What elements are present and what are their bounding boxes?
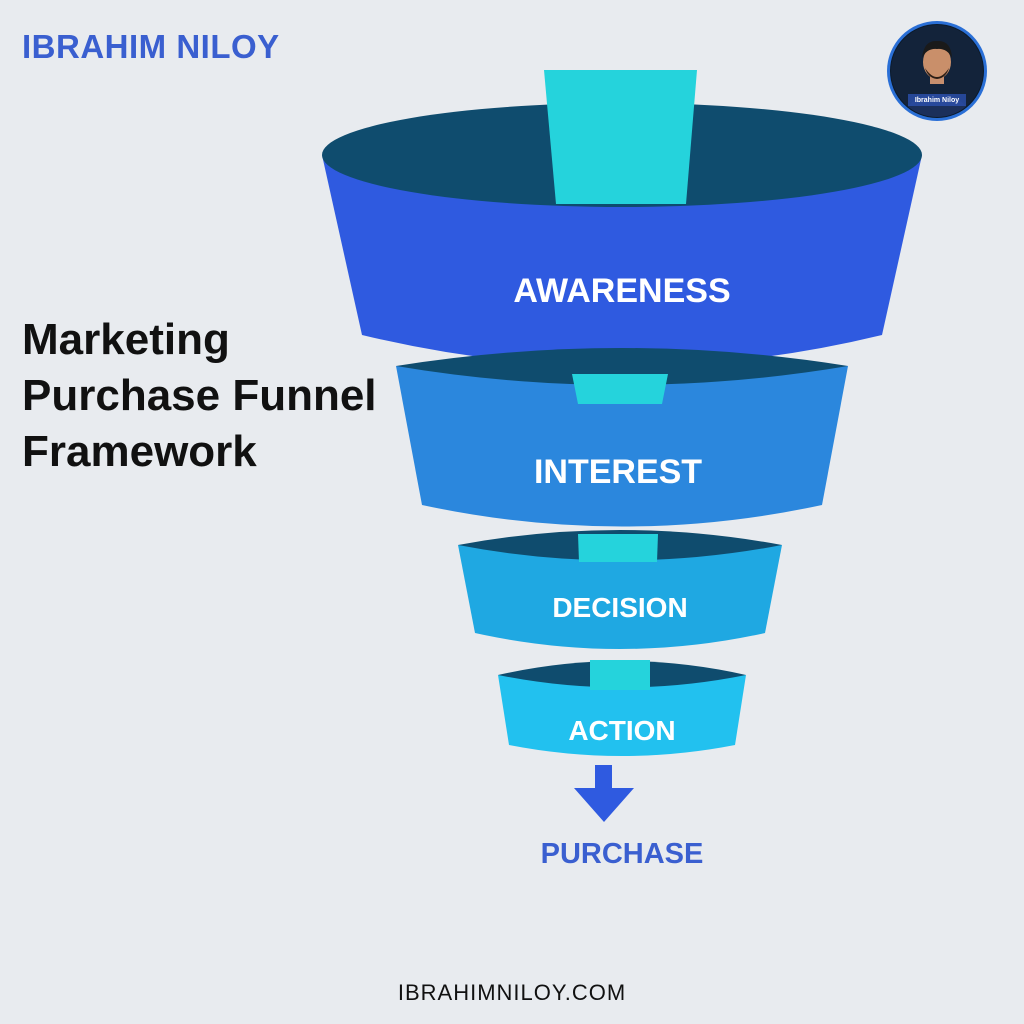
title-line-2: Purchase Funnel: [22, 371, 377, 420]
brand-name: IBRAHIM NILOY: [22, 28, 280, 65]
interest-inner-channel: [572, 374, 668, 404]
page-title: Marketing Purchase Funnel Framework: [22, 312, 377, 480]
stage-label-awareness: AWARENESS: [513, 272, 730, 310]
stage-label-action: ACTION: [568, 715, 675, 746]
stage-label-decision: DECISION: [552, 592, 687, 623]
author-avatar: Ibrahim Niloy: [887, 21, 987, 121]
funnel-stage-interest: INTEREST: [396, 348, 848, 527]
down-arrow-icon: [574, 765, 634, 822]
funnel-stage-decision: DECISION: [458, 530, 782, 649]
outcome-label: PURCHASE: [541, 838, 704, 870]
funnel-stage-awareness: AWARENESS: [322, 70, 922, 367]
awareness-inner-channel: [544, 70, 697, 204]
action-body: [498, 675, 746, 756]
decision-body: [458, 545, 782, 649]
website-url: IBRAHIMNILOY.COM: [397, 980, 627, 1005]
interest-top-opening: [396, 348, 848, 385]
title-line-3: Framework: [22, 427, 257, 476]
awareness-body: [322, 155, 922, 367]
decision-inner-channel: [578, 534, 658, 562]
action-inner-channel: [590, 660, 650, 690]
stage-label-interest: INTEREST: [534, 453, 702, 491]
interest-body: [396, 366, 848, 527]
funnel-stage-action: ACTION: [498, 660, 746, 756]
title-line-1: Marketing: [22, 315, 230, 364]
avatar-caption: Ibrahim Niloy: [915, 97, 959, 104]
